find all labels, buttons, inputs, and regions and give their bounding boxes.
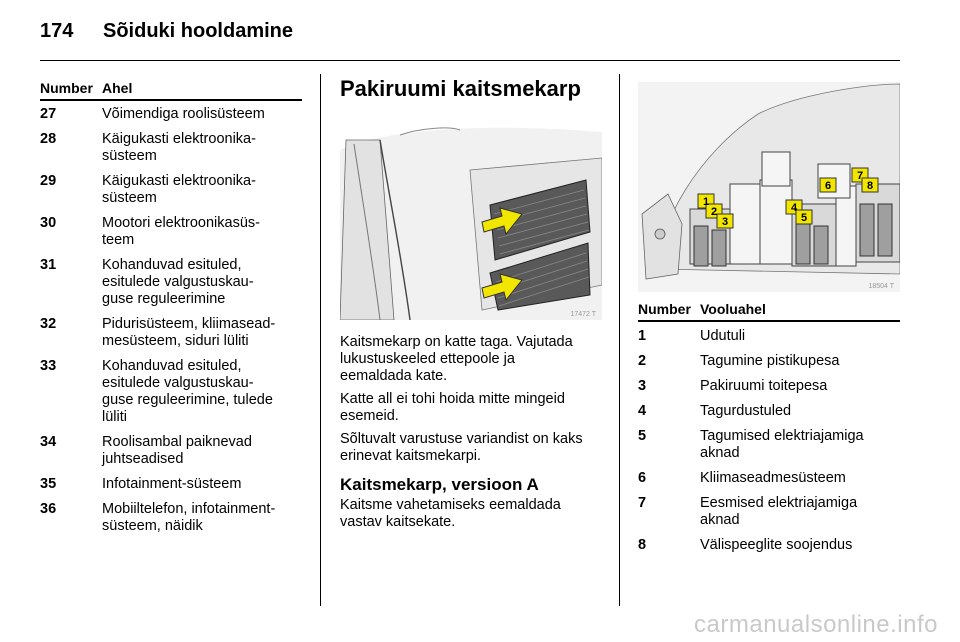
table-row: 36 Mobiiltelefon, infotainment- süsteem, … [40, 501, 302, 535]
paragraph: Katte all ei tohi hoida mitte mingeid es… [340, 391, 565, 424]
circuit-name: Mootori elektroonikasüs- teem [102, 215, 260, 248]
table-row: 35 Infotainment-süsteem [40, 476, 302, 493]
fuse-number: 7 [638, 495, 647, 511]
page-title: Sõiduki hooldamine [103, 20, 294, 42]
circuit-name: Tagurdustuled [700, 403, 792, 419]
fuse-number: 34 [40, 434, 57, 450]
paragraph: Kaitsme vahetamiseks eemaldada vastav ka… [340, 497, 561, 530]
table-row: 5 Tagumised elektriajamiga aknad [638, 428, 900, 462]
table-row: 28 Käigukasti elektroonika- süsteem [40, 131, 302, 165]
table-header: Number Vooluahel [638, 301, 900, 322]
fuse-label-3 [716, 213, 734, 229]
fuse-label-text: 3 [722, 216, 728, 228]
circuit-name: Infotainment-süsteem [102, 476, 242, 492]
col-circuit-header: Ahel [102, 80, 133, 96]
fuse-number: 35 [40, 476, 57, 492]
fuse-label-text: 5 [801, 212, 807, 224]
col-number-header: Number [638, 301, 691, 317]
table-header: Number Ahel [40, 80, 302, 101]
fuse-number: 3 [638, 378, 647, 394]
circuit-name: Tagumine pistikupesa [700, 353, 840, 369]
subheading: Kaitsmekarp, versioon A [340, 475, 539, 494]
table-row: 27 Võimendiga roolisüsteem [40, 106, 302, 123]
circuit-name: Mobiiltelefon, infotainment- süsteem, nä… [102, 501, 276, 534]
fuse-number: 29 [40, 173, 57, 189]
fuse-label-text: 7 [857, 170, 863, 182]
fuse-number: 5 [638, 428, 647, 444]
table-row: 29 Käigukasti elektroonika- süsteem [40, 173, 302, 207]
col-circuit-header: Vooluahel [700, 301, 766, 317]
fuse-number: 36 [40, 501, 57, 517]
circuit-name: Käigukasti elektroonika- süsteem [102, 173, 256, 206]
fuse-number: 28 [40, 131, 57, 147]
page-number: 174 [40, 20, 74, 42]
circuit-name: Udutuli [700, 328, 746, 344]
fuse-label-8 [861, 177, 879, 193]
fuse-label-text: 1 [703, 196, 709, 208]
trunk-fuse-box-photo: 17472 T [340, 110, 602, 320]
table-row: 34 Roolisambal paiknevad juhtseadised [40, 434, 302, 468]
fuse-number: 33 [40, 358, 57, 374]
fuse-number: 30 [40, 215, 57, 231]
image-code: 17472 T [570, 311, 596, 318]
table-row: 32 Pidurisüsteem, kliimasead- mesüsteem, … [40, 316, 302, 350]
circuit-name: Eesmised elektriajamiga aknad [700, 495, 858, 528]
table-row: 6 Kliimaseadmesüsteem [638, 470, 900, 487]
circuit-name: Pakiruumi toitepesa [700, 378, 828, 394]
fuse-number: 1 [638, 328, 647, 344]
column-divider-left [320, 74, 321, 606]
table-row: 33 Kohanduvad esituled, esitulede valgust… [40, 358, 302, 426]
fuse-box-a-photo: 1 2 3 4 5 6 7 8 18504 T [638, 74, 900, 292]
header-rule [40, 60, 900, 61]
col-number-header: Number [40, 80, 93, 96]
fuse-number: 6 [638, 470, 647, 486]
table-row: 2 Tagumine pistikupesa [638, 353, 900, 370]
fuse-label-5 [795, 209, 813, 225]
circuit-name: Pidurisüsteem, kliimasead- mesüsteem, si… [102, 316, 276, 349]
paragraph: Sõltuvalt varustuse variandist on kaks e… [340, 431, 583, 464]
fuse-table-continued: Number Ahel 27 Võimendiga roolisüsteem 28… [40, 80, 302, 535]
circuit-name: Kliimaseadmesüsteem [700, 470, 846, 486]
fuse-number: 32 [40, 316, 57, 332]
table-row: 1 Udutuli [638, 328, 900, 345]
fuse-label-text: 2 [711, 206, 717, 218]
circuit-name: Tagumised elektriajamiga aknad [700, 428, 864, 461]
circuit-name: Käigukasti elektroonika- süsteem [102, 131, 256, 164]
circuit-name: Kohanduvad esituled, esitulede valgustus… [102, 358, 273, 425]
fuse-number: 8 [638, 537, 647, 553]
table-row: 31 Kohanduvad esituled, esitulede valgust… [40, 257, 302, 308]
circuit-name: Kohanduvad esituled, esitulede valgustus… [102, 257, 254, 307]
circuit-name: Roolisambal paiknevad juhtseadised [102, 434, 252, 467]
trunk-fuse-box-section: Pakiruumi kaitsmekarp 17472 T Kaitsmekar… [340, 76, 602, 537]
fuse-label-text: 6 [825, 180, 831, 192]
fuse-number: 4 [638, 403, 647, 419]
table-row: 7 Eesmised elektriajamiga aknad [638, 495, 900, 529]
fuse-number: 31 [40, 257, 57, 273]
circuit-name: Võimendiga roolisüsteem [102, 106, 265, 122]
column-divider-right [619, 74, 620, 606]
image-code: 18504 T [868, 283, 894, 290]
table-row: 4 Tagurdustuled [638, 403, 900, 420]
fuse-label-text: 8 [867, 180, 873, 192]
arrow-icon [481, 207, 523, 236]
paragraph: Kaitsmekarp on katte taga. Vajutada luku… [340, 334, 573, 384]
fuse-label-text: 4 [791, 202, 798, 214]
fuse-box-a-section: 1 2 3 4 5 6 7 8 18504 T Number Vooluahel… [638, 74, 900, 554]
section-title: Pakiruumi kaitsmekarp [340, 76, 581, 101]
table-row: 3 Pakiruumi toitepesa [638, 378, 900, 395]
fuse-number: 2 [638, 353, 647, 369]
table-row: 30 Mootori elektroonikasüs- teem [40, 215, 302, 249]
watermark: carmanualsonline.info [694, 611, 938, 638]
fuse-label-6 [819, 177, 837, 193]
table-row: 8 Välispeeglite soojendus [638, 537, 900, 554]
circuit-name: Välispeeglite soojendus [700, 537, 853, 553]
fuse-number: 27 [40, 106, 57, 122]
arrow-icon [481, 273, 523, 302]
